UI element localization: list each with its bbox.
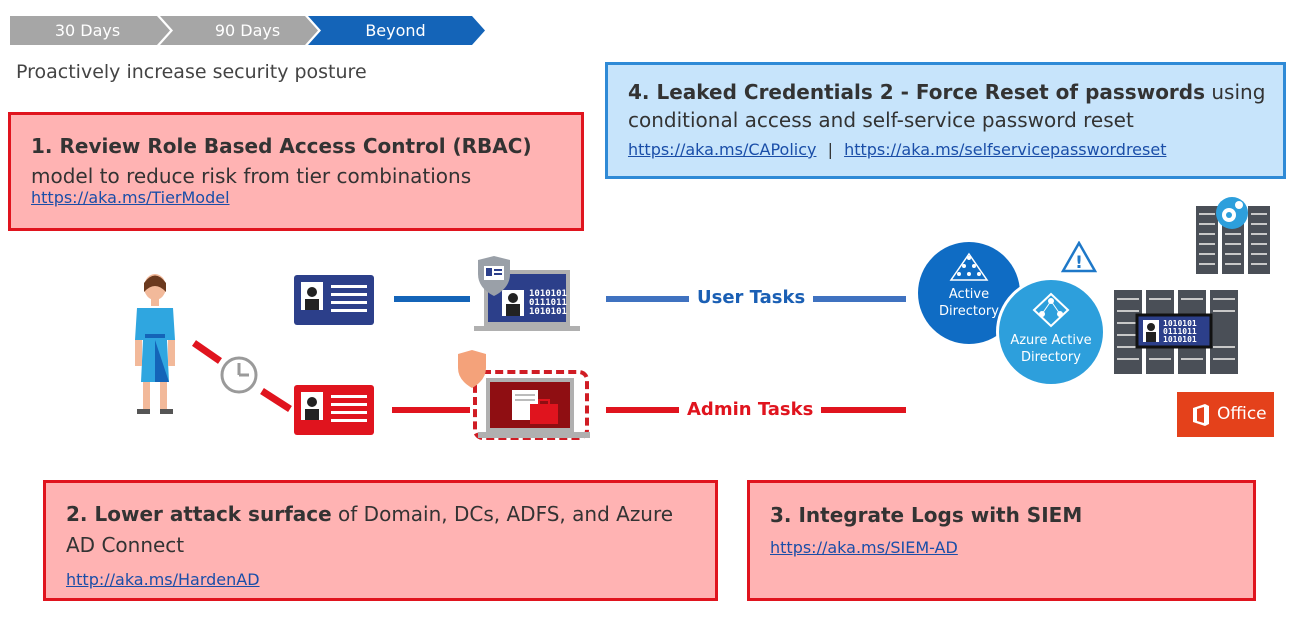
azure-ad-circle: Azure Active Directory [996,277,1106,387]
server-rack-icon: 1010101 0111011 1010101 [1114,290,1238,374]
siem-title: 3. Integrate Logs with SIEM [770,503,1083,527]
warning-symbol: ! [1075,253,1083,273]
harden-ad-link[interactable]: http://aka.ms/HardenAD [66,570,260,589]
sspr-link[interactable]: https://aka.ms/selfservicepasswordreset [844,140,1167,159]
attack-surface-box: 2. Lower attack surface of Domain, DCs, … [43,480,718,601]
office-icon [1193,404,1209,426]
siem-link[interactable]: https://aka.ms/SIEM-AD [770,538,958,557]
admin-laptop-icon [458,350,590,438]
server-binary-line-2: 0111011 [1163,327,1197,336]
timeline-step-beyond: Beyond [365,21,426,40]
azure-ad-label: Azure Active Directory [1010,333,1092,365]
timeline-step-90-days-shape [160,16,318,45]
admin-connector-line [392,407,470,413]
laptop-binary-line-3: 1010101 [529,307,567,317]
admin-shield-icon [458,350,486,388]
user-id-card-icon [294,275,374,325]
subtitle: Proactively increase security posture [16,61,367,83]
siem-box: 3. Integrate Logs with SIEM https://aka.… [747,480,1256,601]
timeline-step-30-days: 30 Days [54,21,121,40]
admin-tasks-label: Admin Tasks [679,399,822,420]
laptop-binary-line-2: 0111011 [529,298,567,308]
server-binary-line-3: 1010101 [1163,335,1197,344]
attack-surface-description: of Domain, DCs, ADFS, and Azure AD Conne… [66,502,674,557]
toolbox-icon [530,404,558,424]
office-logo: Office [1177,392,1274,437]
leaked-credentials-description: using conditional access and self-servic… [628,80,1266,132]
admin-id-card-icon [294,385,374,435]
timeline-step-beyond-shape [308,16,485,45]
laptop-binary-line-1: 1010101 [529,289,567,299]
user-laptop-icon: 1010101 0111011 1010101 [474,256,580,331]
user-connector-line [394,296,470,302]
rbac-box: 1. Review Role Based Access Control (RBA… [8,112,584,231]
link-separator: | [827,140,833,159]
ca-policy-link[interactable]: https://aka.ms/CAPolicy [628,140,817,159]
rbac-title: 1. Review Role Based Access Control (RBA… [31,134,532,158]
azure-ad-pyramid-icon [1032,292,1070,328]
person-figure [135,274,175,414]
timeline-step-90-days: 90 Days [214,21,281,40]
leaked-credentials-title: 4. Leaked Credentials 2 - Force Reset of… [628,80,1206,104]
tier-model-link[interactable]: https://aka.ms/TierModel [31,188,230,207]
active-directory-label: Active Directory [939,287,999,319]
office-label: Office [1217,404,1267,424]
timeline-chevrons [10,16,485,45]
timeline-step-30-days-shape [10,16,170,45]
warning-icon: ! [1061,241,1097,273]
server-rack-gear-icon [1196,197,1270,274]
rbac-subtitle: model to reduce risk from tier combinati… [31,164,472,188]
admin-path-lines [192,340,292,412]
attack-surface-title: 2. Lower attack surface [66,502,332,526]
server-binary-line-1: 1010101 [1163,319,1197,328]
user-tasks-label: User Tasks [689,287,814,308]
active-directory-pyramid-icon [949,252,989,281]
leaked-credentials-box: 4. Leaked Credentials 2 - Force Reset of… [605,62,1286,179]
